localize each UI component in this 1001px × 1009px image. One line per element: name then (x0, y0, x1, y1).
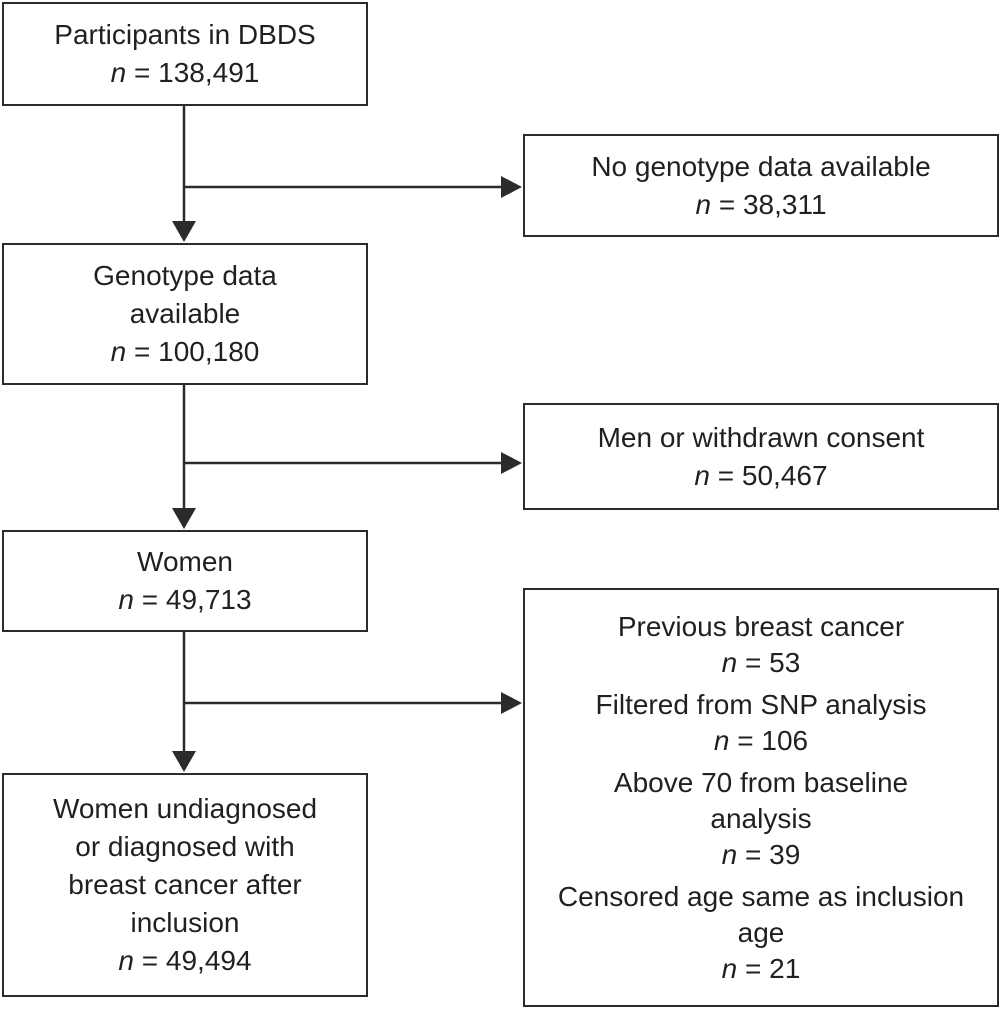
box-label: Previous breast cancer (617, 610, 905, 642)
count-line: n = 106 (596, 723, 927, 759)
arrow-genotype-to-women (172, 385, 196, 529)
n-value: = 39 (737, 838, 801, 870)
box-label: age (737, 916, 785, 948)
box-label: analysis (710, 802, 812, 834)
flow-box-no-genotype: No genotype data available n = 38,311 (523, 134, 999, 237)
n-symbol: n (713, 724, 730, 756)
count-line: n = 50,467 (694, 457, 827, 495)
count-line: n = 49,494 (118, 942, 251, 980)
flow-box-participants: Participants in DBDS n = 138,491 (2, 2, 368, 106)
exclusion-entry: Filtered from SNP analysis n = 106 (596, 687, 927, 759)
n-value: = 21 (737, 952, 801, 984)
n-value: = 106 (729, 724, 809, 756)
count-line: n = 53 (618, 645, 904, 681)
flow-box-genotype-available: Genotype data available n = 100,180 (2, 243, 368, 385)
arrow-women-to-final (172, 632, 196, 772)
n-value: = 138,491 (126, 57, 260, 88)
count-line: n = 138,491 (111, 54, 260, 92)
n-symbol: n (721, 838, 738, 870)
box-label: Women (137, 546, 233, 577)
box-label: breast cancer after (68, 869, 302, 900)
exclusion-entry: Previous breast cancer n = 53 (618, 609, 904, 681)
n-symbol: n (694, 459, 710, 491)
arrow-branch-no-genotype (184, 176, 522, 198)
count-line: n = 21 (558, 951, 964, 987)
flow-box-men-withdrawn: Men or withdrawn consent n = 50,467 (523, 403, 999, 510)
arrow-branch-men-withdrawn (184, 452, 522, 474)
box-label: No genotype data available (591, 150, 931, 182)
count-line: n = 38,311 (695, 186, 826, 224)
box-label: Censored age same as inclusion (557, 880, 965, 912)
exclusion-entry: Above 70 from baseline analysis n = 39 (614, 765, 908, 873)
n-symbol: n (721, 646, 738, 678)
box-label: available (129, 298, 241, 329)
box-label: or diagnosed with (75, 831, 295, 862)
count-line: n = 39 (614, 837, 908, 873)
box-label: Genotype data (93, 260, 277, 291)
n-value: = 49,713 (134, 584, 252, 615)
n-symbol: n (721, 952, 738, 984)
n-symbol: n (695, 188, 712, 220)
exclusion-entry: Censored age same as inclusion age n = 2… (558, 879, 964, 987)
n-symbol: n (118, 945, 134, 976)
box-label: Men or withdrawn consent (597, 421, 925, 453)
n-value: = 100,180 (126, 336, 260, 367)
count-line: n = 100,180 (111, 333, 260, 371)
n-symbol: n (118, 584, 134, 615)
flow-box-exclusions: Previous breast cancer n = 53 Filtered f… (523, 588, 999, 1007)
n-value: = 50,467 (710, 459, 828, 491)
n-symbol: n (110, 57, 127, 88)
flow-box-final-cohort: Women undiagnosed or diagnosed with brea… (2, 773, 368, 997)
n-value: = 49,494 (134, 945, 252, 976)
box-label: Women undiagnosed (52, 793, 318, 824)
box-label: Above 70 from baseline (613, 766, 909, 798)
box-label: inclusion (130, 907, 240, 938)
box-label: Filtered from SNP analysis (595, 688, 927, 720)
n-value: = 38,311 (711, 188, 827, 220)
count-line: n = 49,713 (118, 581, 251, 619)
flow-box-women: Women n = 49,713 (2, 530, 368, 632)
arrow-branch-exclusions (184, 692, 522, 714)
n-value: = 53 (737, 646, 801, 678)
box-label: Participants in DBDS (54, 19, 316, 50)
arrow-participants-to-genotype (172, 106, 196, 242)
n-symbol: n (110, 336, 127, 367)
